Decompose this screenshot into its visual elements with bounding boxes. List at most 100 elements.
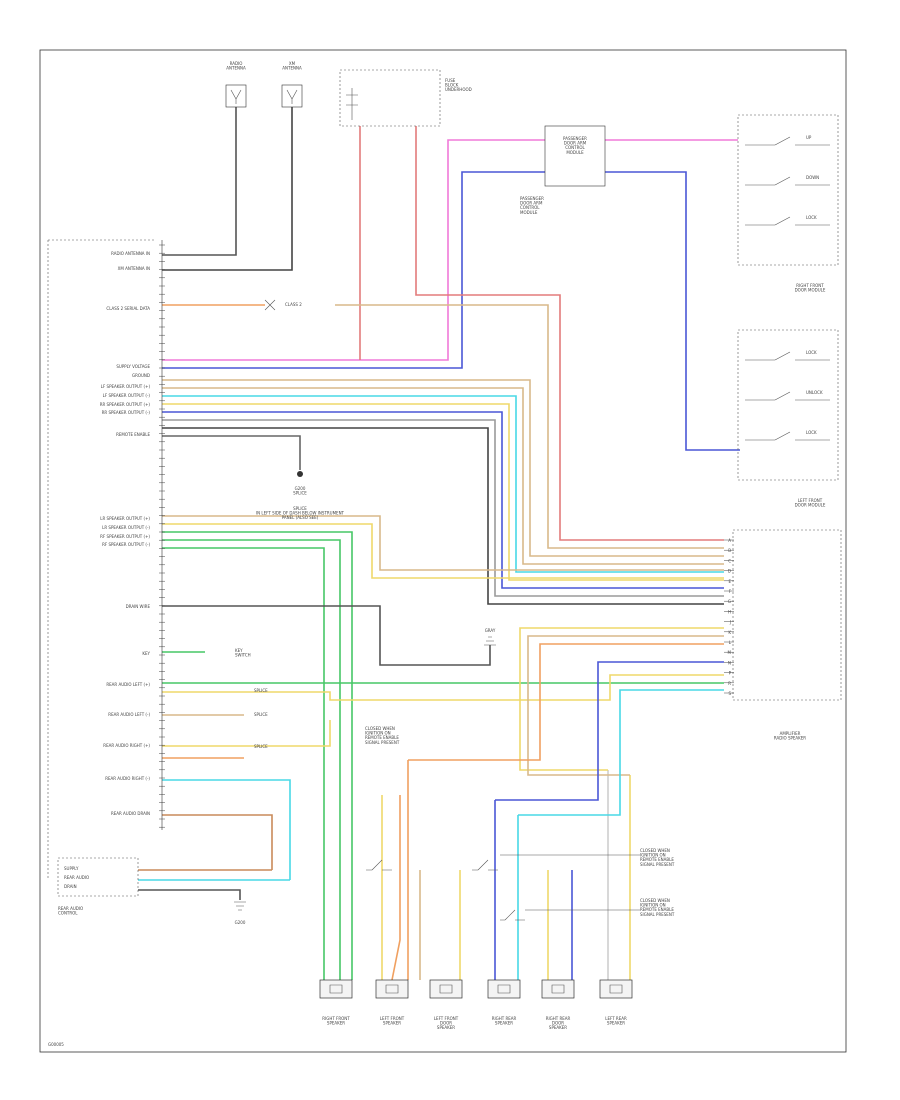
- label-line: RADIO: [230, 61, 243, 66]
- speaker-box: [599, 979, 633, 999]
- label-line: RIGHT REAR: [492, 1016, 517, 1021]
- label-line: REMOTE ENABLE: [640, 907, 674, 912]
- label-line: R: [728, 681, 731, 686]
- relay-switch-b: [472, 859, 498, 871]
- speaker-box: [429, 979, 463, 999]
- radio-pin-label: KEY: [142, 651, 150, 656]
- label-line: C: [728, 558, 731, 563]
- amplifier-pin: D: [728, 569, 731, 574]
- label-line: CLOSED WHEN: [640, 848, 670, 853]
- label-line: SUPPLY VOLTAGE: [116, 364, 150, 369]
- radio-pin-label: XM ANTENNA IN: [118, 266, 150, 271]
- label-line: H: [728, 609, 731, 614]
- door-switch-label: LOCK: [806, 350, 817, 355]
- radio-pin-label: SUPPLY VOLTAGE: [116, 364, 150, 369]
- label-line: IGNITION ON: [640, 853, 666, 858]
- label-line: KEY: [142, 651, 150, 656]
- amplifier-pin: B: [728, 548, 731, 553]
- amplifier-pin: A: [728, 538, 731, 543]
- lr-rf-speaker-wire: [162, 547, 325, 980]
- radio-pin-label: REMOTE ENABLE: [116, 432, 150, 437]
- label-line: SPLICE: [254, 688, 268, 693]
- top-module-box: [544, 125, 606, 187]
- label-line: SPLICE: [293, 506, 307, 511]
- rear-audio-right-minus: [162, 720, 331, 747]
- lr-rf-speaker-wire: [162, 523, 724, 579]
- label-line: PASSENGER: [563, 136, 587, 141]
- serial-data-b: [335, 304, 724, 549]
- rear-ground-label: G200: [235, 920, 246, 925]
- radio-pin-label: REAR AUDIO LEFT (+): [106, 682, 150, 687]
- radio-speaker-wire: [162, 419, 724, 597]
- label-line: XM: [289, 61, 296, 66]
- label-line: MODULE: [566, 150, 584, 155]
- label-line: G200: [235, 920, 246, 925]
- label-line: CLASS 2: [285, 302, 302, 307]
- radio-pin-label: RADIO ANTENNA IN: [111, 251, 150, 256]
- supply-voltage-wire: [162, 139, 545, 361]
- components-layer: [47, 69, 842, 999]
- footer-code: G00005: [48, 1042, 64, 1047]
- label-line: LR SPEAKER OUTPUT (-): [102, 525, 150, 530]
- label-line: J: [729, 620, 731, 625]
- serial-junction: [264, 299, 276, 311]
- rear-box-drain: [138, 889, 241, 900]
- label-line: ANTENNA: [282, 66, 302, 71]
- speaker-box: [541, 979, 575, 999]
- door-switch: [745, 351, 830, 361]
- radio-pin-label: CLASS 2 SERIAL DATA: [106, 306, 150, 311]
- amplifier-pin: H: [728, 609, 731, 614]
- label-line: LR SPEAKER OUTPUT (+): [100, 516, 150, 521]
- label-line: D: [728, 569, 731, 574]
- rear-audio-row: DRAIN: [64, 884, 77, 889]
- amplifier-outline: [732, 529, 842, 701]
- radio-speaker-wire: [162, 427, 724, 605]
- label-line: RIGHT FRONT: [796, 283, 824, 288]
- fuse-icon: [346, 88, 358, 120]
- ground-blue-wire: [162, 171, 545, 369]
- amplifier-pin: N: [728, 660, 731, 665]
- label-line: RR SPEAKER OUTPUT (+): [100, 402, 151, 407]
- radio-pin-label: REAR AUDIO LEFT (-): [108, 712, 150, 717]
- label-line: BLOCK: [445, 83, 459, 88]
- label-line: F: [729, 589, 732, 594]
- labels-layer: RADIO ANTENNA IN XM ANTENNA IN CLASS 2 SER…: [48, 61, 826, 1047]
- label-line: DOOR MODULE: [795, 288, 826, 293]
- label-line: LOCK: [806, 350, 817, 355]
- lr-rf-speaker-wire: [162, 515, 724, 571]
- speaker-icon: [385, 984, 399, 994]
- radio-speaker-wire: [162, 379, 724, 557]
- amp-to-spk-b: [495, 661, 724, 801]
- radio-pin-label: DRAIN WIRE: [126, 604, 151, 609]
- label-line: SPEAKER: [437, 1025, 455, 1030]
- rear-splice-label: SPLICE: [254, 712, 268, 717]
- label-line: RADIO ANTENNA IN: [111, 251, 150, 256]
- label-line: N: [728, 660, 731, 665]
- lr-rf-speaker-wire: [162, 539, 341, 980]
- ground-label: GRAY: [485, 628, 496, 633]
- door-switch-label: LOCK: [806, 430, 817, 435]
- label-line: SPEAKER: [383, 1021, 401, 1026]
- antenna-icon: [286, 89, 298, 104]
- amplifier-pin: R: [728, 681, 731, 686]
- speaker-icon: [551, 984, 565, 994]
- label-line: REAR AUDIO LEFT (-): [108, 712, 150, 717]
- speaker-icon: [609, 984, 623, 994]
- amp-to-spk-o: [408, 643, 724, 761]
- label-line: K: [728, 630, 731, 635]
- label-line: SIGNAL PRESENT: [640, 912, 675, 917]
- door-switch-label: LOCK: [806, 215, 817, 220]
- speaker-box: [487, 979, 521, 999]
- label-line: IGNITION ON: [640, 903, 666, 908]
- radio-pin-label: LF SPEAKER OUTPUT (+): [101, 384, 151, 389]
- amplifier-pin: F: [729, 589, 732, 594]
